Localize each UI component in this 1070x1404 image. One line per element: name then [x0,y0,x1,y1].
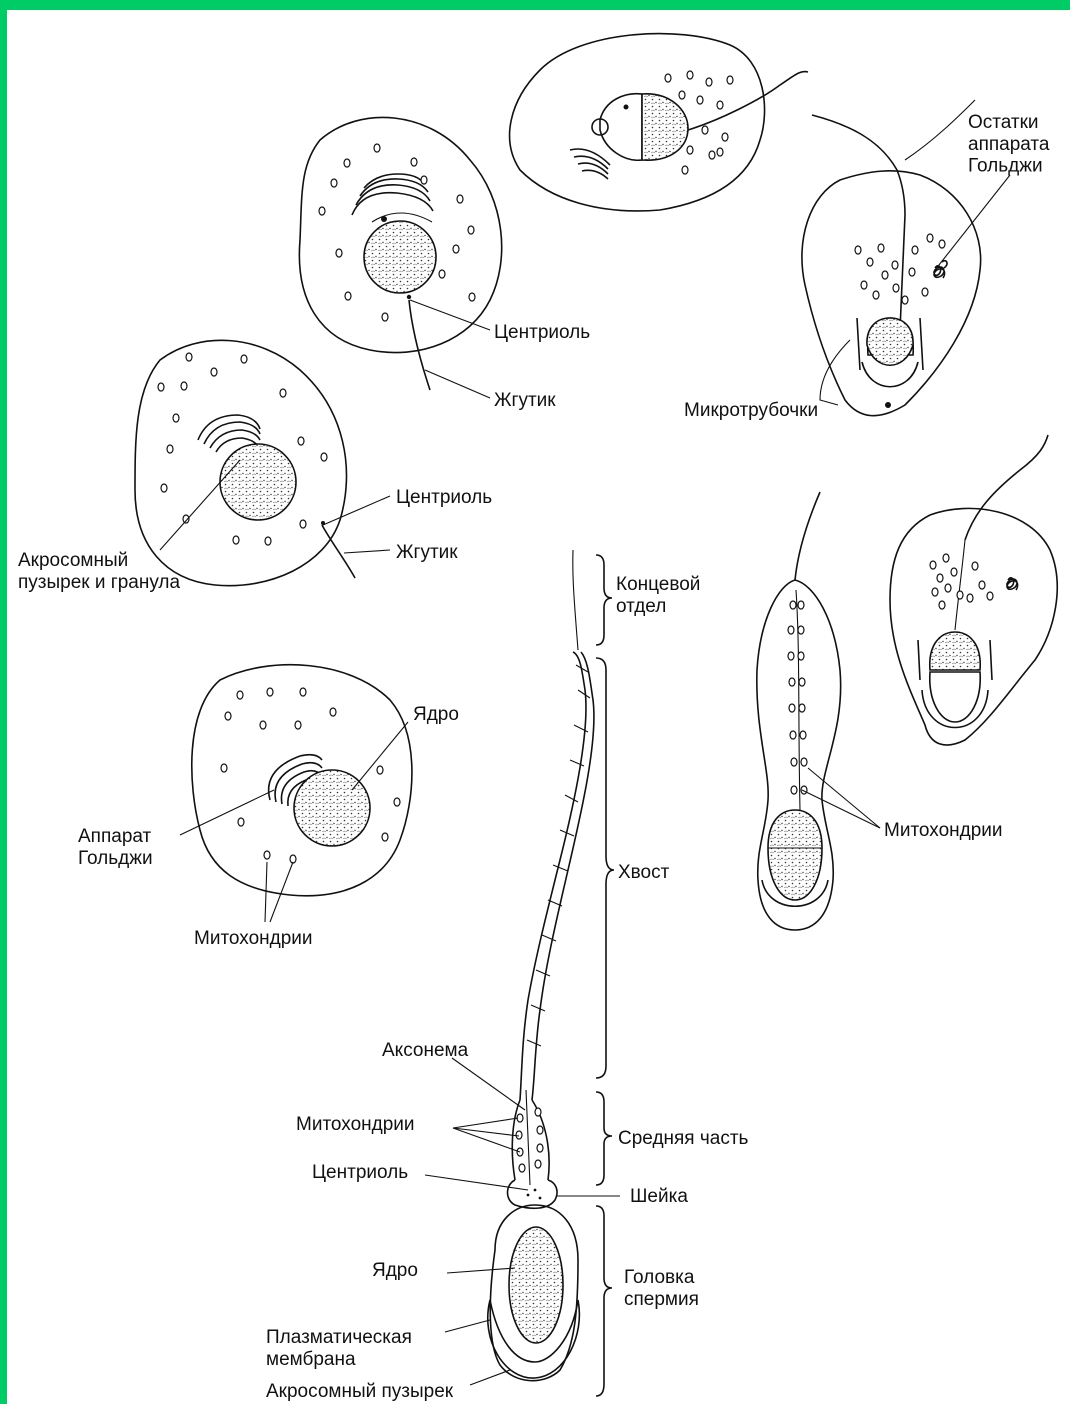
label-mitochondria: Митохондрии [194,928,313,949]
brace-end-piece [596,555,612,645]
nucleus [509,1227,563,1343]
mitochondria [788,601,807,794]
flagellum [409,300,430,390]
label-mitochondria: Митохондрии [884,820,1003,841]
cell-membrane [802,171,981,416]
cell-membrane [192,665,412,896]
nucleus [930,632,980,670]
label-flagellum: Жгутик [494,390,556,411]
brace-tail [596,658,614,1078]
label-centriole: Центриоль [312,1162,408,1183]
nucleus [768,810,822,900]
brace-sperm-head [596,1206,612,1396]
nucleus [642,94,688,160]
tail-spiral [527,665,590,1046]
axoneme [526,1090,530,1185]
label-nucleus: Ядро [413,704,459,725]
centriole [407,295,411,299]
label-tail: Хвост [618,862,670,883]
label-microtubules: Микротрубочки [684,400,818,421]
label-acrosomal-vesicle: Акросомный пузырек [266,1381,454,1402]
flagellum [965,435,1048,540]
label-flagellum: Жгутик [396,542,458,563]
label-centriole: Центриоль [494,322,590,343]
spermatid-late [890,435,1057,745]
mitochondria [855,234,945,304]
nucleus [867,318,913,365]
cell-membrane [510,34,765,211]
flagellum [322,525,355,578]
nucleus [220,444,296,520]
flagellum [812,115,905,330]
spermatid-elongating [757,492,841,930]
label-axoneme: Аксонема [382,1040,469,1061]
mitochondria [930,554,993,609]
mature-spermatozoon [488,550,594,1381]
spermatid-stage-1 [299,117,501,390]
label-centriole: Центриоль [396,487,492,508]
brace-midpiece [596,1092,612,1185]
microtubule [920,318,923,370]
braces [596,555,614,1396]
label-midpiece: Средняя часть [618,1128,749,1149]
golgi-remnants [1007,578,1018,590]
nucleus [364,221,436,293]
neck [508,1180,558,1208]
label-mitochondria: Митохондрии [296,1114,415,1135]
golgi-apparatus [570,149,610,179]
label-neck: Шейка [630,1186,688,1207]
label-nucleus: Ядро [372,1260,418,1281]
flagellum [795,492,820,580]
spermatid-golgi-stage [192,665,412,896]
spermatid-stage-3 [510,34,808,211]
end-piece [573,550,578,650]
spermatid-stage-2 [135,340,355,585]
microtubule [857,318,860,370]
